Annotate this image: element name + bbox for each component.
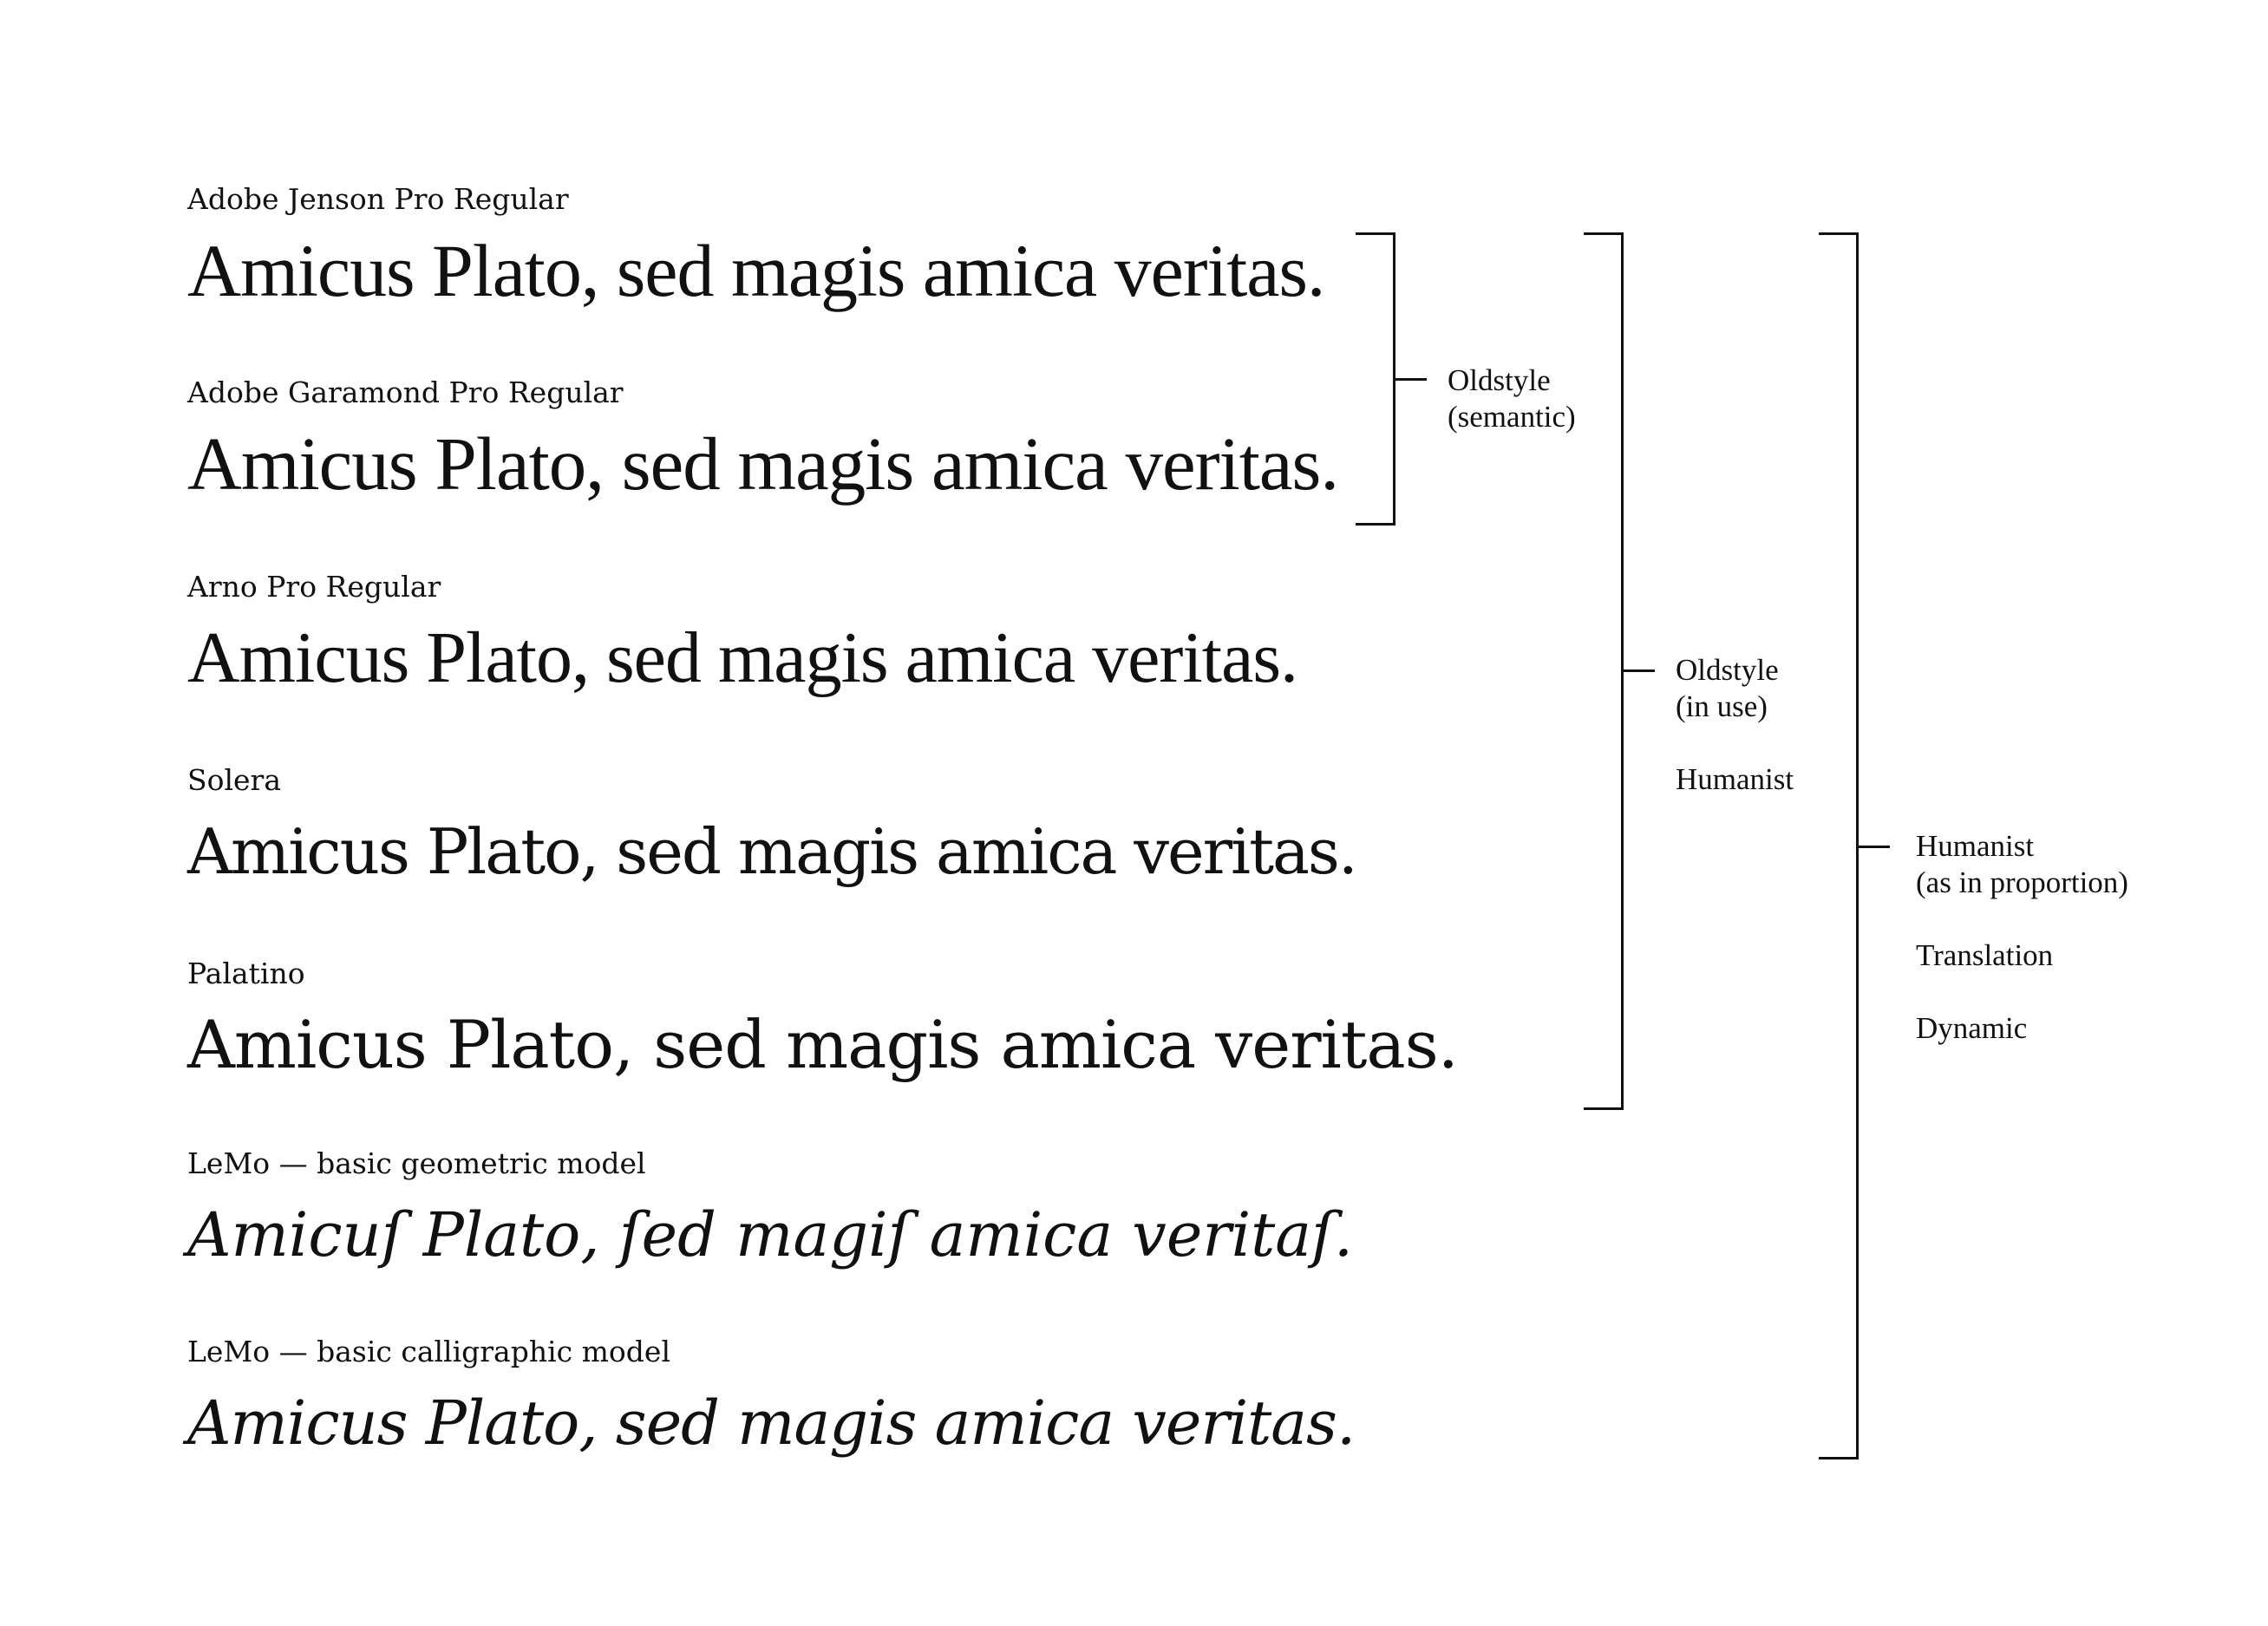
group-label-humanist-proportion: Humanist (as in proportion) Translation … bbox=[1916, 828, 2128, 1047]
font-name-label: Adobe Jenson Pro Regular bbox=[187, 182, 569, 216]
group-label-oldstyle-semantic: Oldstyle (semantic) bbox=[1448, 362, 1576, 435]
font-name-label: LeMo — basic geometric model bbox=[187, 1146, 646, 1180]
bracket-oldstyle-semantic bbox=[1356, 232, 1395, 526]
bracket-tick bbox=[1395, 378, 1427, 381]
sample-text: Amicus Plato, sed magis amica veritas. bbox=[187, 617, 1298, 698]
group-label-line: (in use) bbox=[1676, 689, 1768, 723]
group-label-line: Translation bbox=[1916, 938, 2054, 972]
bracket-tick bbox=[1624, 669, 1655, 672]
group-label-line: Oldstyle bbox=[1448, 363, 1551, 397]
group-label-oldstyle-in-use: Oldstyle (in use) Humanist bbox=[1676, 652, 1794, 798]
bracket-tick bbox=[1859, 846, 1890, 848]
sample-text: Amicus Plato, sed magis amica veritas. bbox=[187, 229, 1325, 312]
font-name-label: LeMo — basic calligraphic model bbox=[187, 1335, 671, 1368]
font-name-label: Arno Pro Regular bbox=[187, 570, 441, 604]
group-label-line: (as in proportion) bbox=[1916, 865, 2128, 899]
sample-text: Amicuſ Plato, ſed magiſ amica veritaſ. bbox=[187, 1199, 1354, 1270]
font-name-label: Adobe Garamond Pro Regular bbox=[187, 375, 624, 409]
group-label-line: Humanist bbox=[1916, 829, 2035, 863]
group-label-line: (semantic) bbox=[1448, 400, 1576, 434]
bracket-oldstyle-in-use bbox=[1584, 232, 1624, 1110]
sample-text: Amicus Plato, sed magis amica veritas. bbox=[187, 421, 1339, 506]
group-label-line: Dynamic bbox=[1916, 1011, 2028, 1045]
group-label-line: Humanist bbox=[1676, 762, 1794, 796]
font-name-label: Palatino bbox=[187, 957, 305, 990]
sample-text: Amicus Plato, sed magis amica veritas. bbox=[187, 1006, 1459, 1083]
bracket-humanist-proportion bbox=[1819, 232, 1859, 1459]
group-label-line: Oldstyle bbox=[1676, 653, 1779, 687]
sample-text: Amicus Plato, sed magis amica veritas. bbox=[187, 1388, 1356, 1459]
sample-text: Amicus Plato, sed magis amica veritas. bbox=[187, 815, 1358, 888]
font-name-label: Solera bbox=[187, 763, 282, 797]
